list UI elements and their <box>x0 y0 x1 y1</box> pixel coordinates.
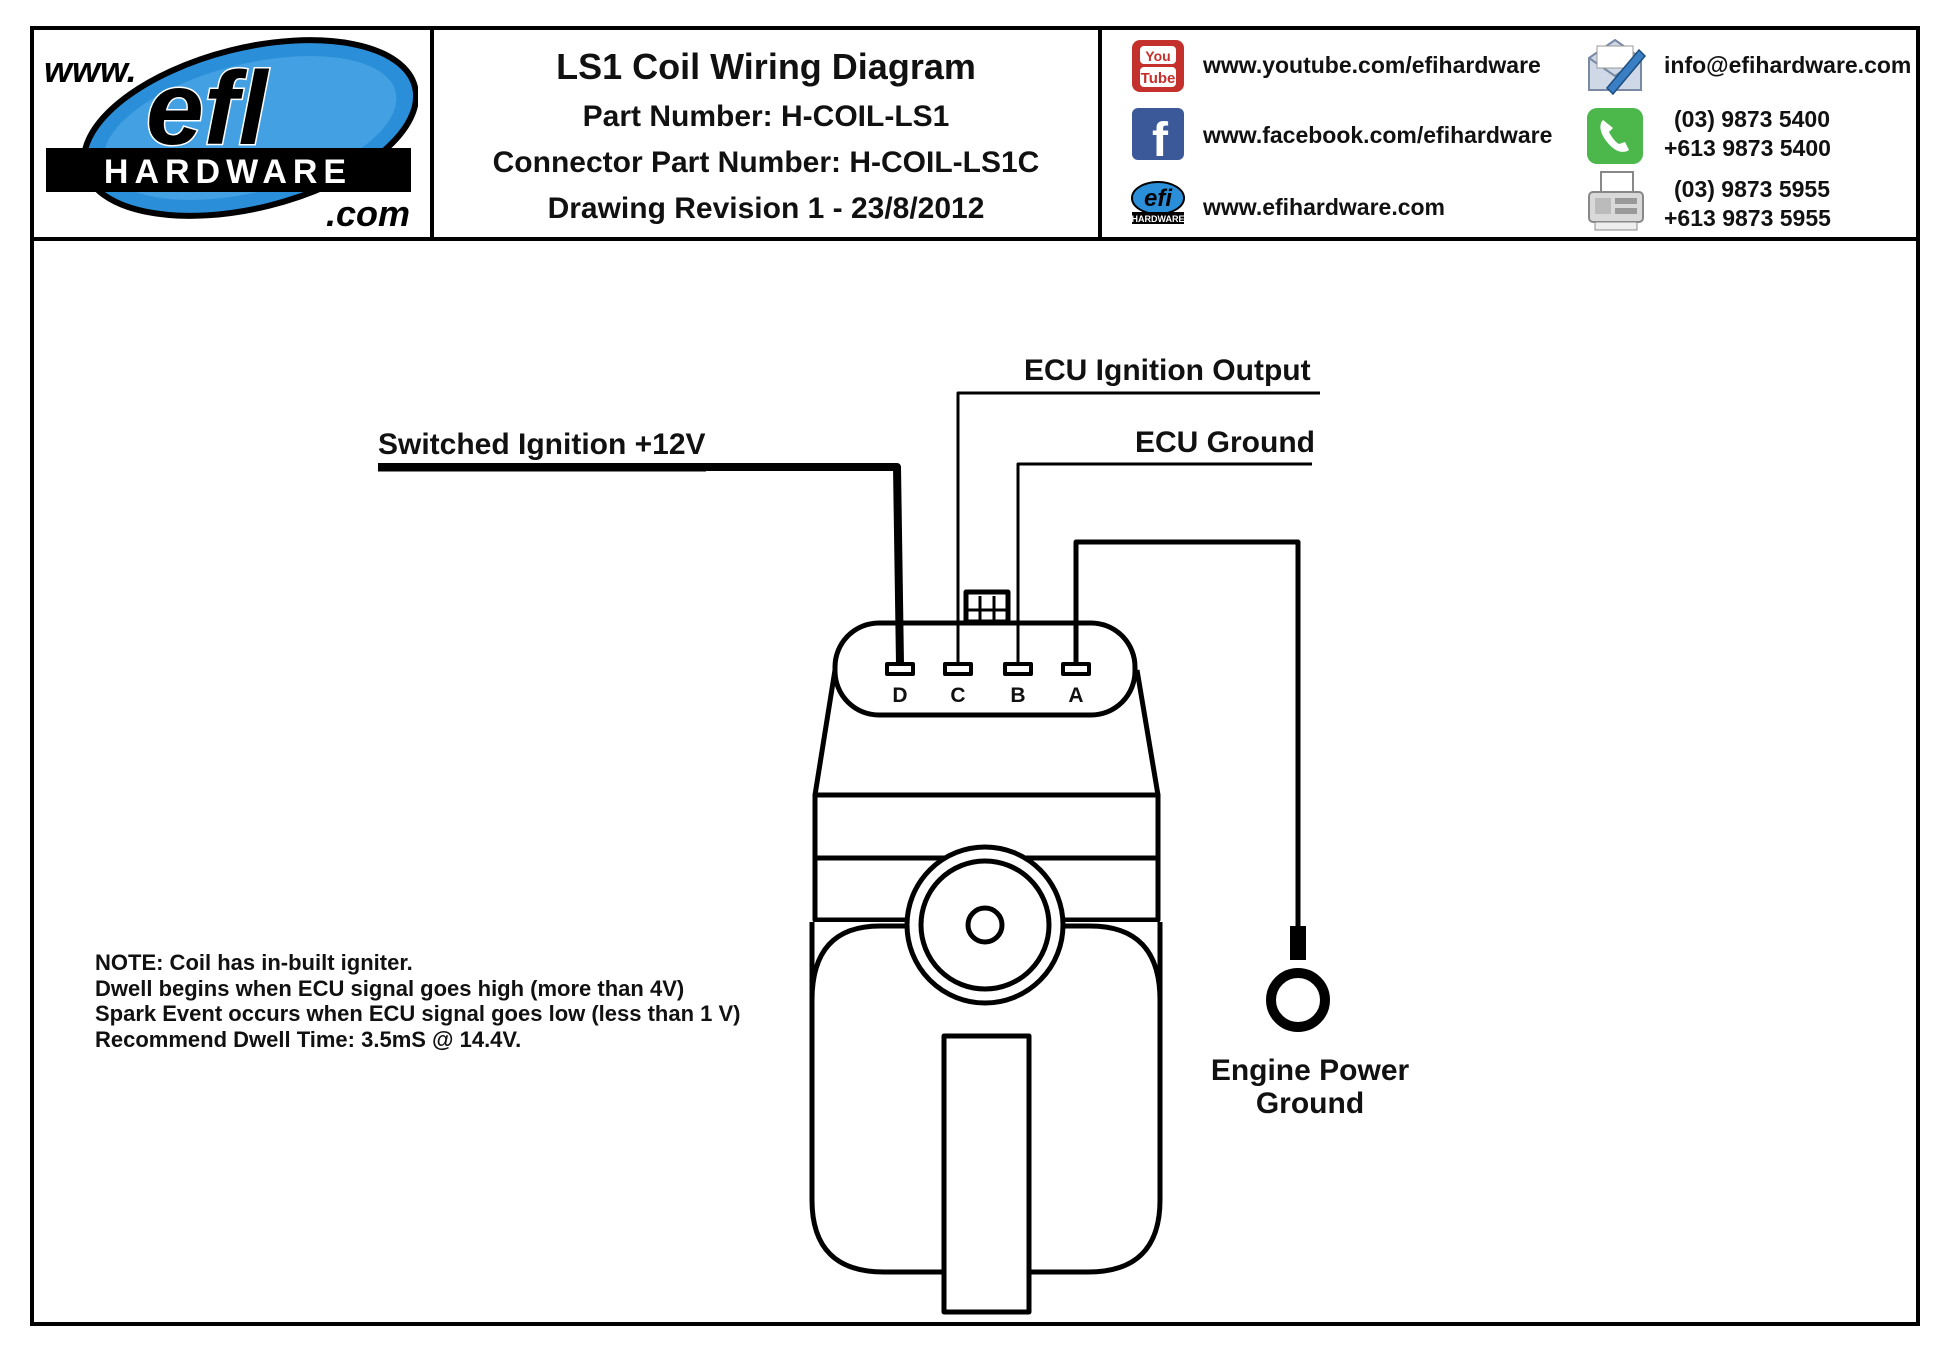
label-engine-power-ground-1: Engine Power <box>1210 1054 1410 1087</box>
fax-icon[interactable] <box>1585 170 1647 237</box>
wire-engine-ground <box>1073 539 1301 930</box>
ground-ring-crimp <box>1290 926 1306 960</box>
phone-line-2[interactable]: +613 9873 5400 <box>1664 135 1831 161</box>
coil-mount-outer <box>904 844 1066 1006</box>
svg-text:Tube: Tube <box>1141 70 1176 87</box>
note-line: Recommend Dwell Time: 3.5mS @ 14.4V. <box>95 1026 522 1052</box>
connector-latch <box>963 589 1011 625</box>
fax-line-1[interactable]: (03) 9873 5955 <box>1674 176 1831 202</box>
header-divider-right <box>1098 26 1102 239</box>
coil-mount-inner <box>918 858 1052 992</box>
youtube-link[interactable]: www.youtube.com/efihardware <box>1203 52 1541 78</box>
note-block: NOTE: Coil has in-built igniter. Dwell b… <box>95 950 741 1052</box>
label-engine-power-ground-2: Ground <box>1255 1087 1365 1120</box>
coil-boot <box>941 1033 1032 1315</box>
pin-d-terminal <box>885 662 915 676</box>
facebook-icon[interactable]: f <box>1130 106 1186 167</box>
pin-label-b: B <box>1010 684 1026 707</box>
youtube-icon[interactable]: You Tube <box>1130 38 1186 99</box>
website-link[interactable]: www.efihardware.com <box>1203 194 1445 220</box>
coil-mount-hole <box>965 905 1005 945</box>
email-icon[interactable] <box>1585 36 1647 101</box>
part-number: Part Number: H-COIL-LS1 <box>582 100 950 133</box>
logo-suffix: .com <box>326 193 410 232</box>
pin-c-terminal <box>943 662 973 676</box>
svg-text:HARDWARE: HARDWARE <box>1132 214 1185 224</box>
diagram-title: LS1 Coil Wiring Diagram <box>556 46 976 87</box>
note-line: Spark Event occurs when ECU signal goes … <box>95 1001 741 1026</box>
pin-label-c: C <box>950 684 966 707</box>
pin-a-terminal <box>1061 662 1091 676</box>
wire-switched-ignition <box>378 463 904 665</box>
efi-hardware-logo: www. efl HARDWARE .com <box>38 36 420 234</box>
pin-b-terminal <box>1003 662 1033 676</box>
ground-ring-terminal <box>1266 968 1330 1032</box>
logo-prefix: www. <box>44 49 137 90</box>
svg-text:f: f <box>1152 114 1169 162</box>
label-ecu-ground: ECU Ground <box>1135 426 1315 459</box>
phone-icon[interactable] <box>1585 106 1645 171</box>
efi-logo-icon[interactable]: efi HARDWARE <box>1130 176 1186 237</box>
label-switched-ignition: Switched Ignition +12V <box>378 428 706 461</box>
label-ecu-ignition-output: ECU Ignition Output <box>1024 354 1311 387</box>
pin-label-d: D <box>892 684 908 707</box>
drawing-revision: Drawing Revision 1 - 23/8/2012 <box>547 192 985 225</box>
header-divider <box>30 237 1920 241</box>
phone-line-1[interactable]: (03) 9873 5400 <box>1674 106 1831 132</box>
email-link[interactable]: info@efihardware.com <box>1664 52 1912 78</box>
pin-label-a: A <box>1068 684 1084 707</box>
svg-text:efi: efi <box>1144 185 1173 212</box>
svg-text:You: You <box>1145 48 1170 64</box>
connector-part-number: Connector Part Number: H-COIL-LS1C <box>492 146 1040 179</box>
note-line: Dwell begins when ECU signal goes high (… <box>95 975 685 1001</box>
coil-connector <box>832 620 1138 718</box>
title-block: LS1 Coil Wiring Diagram Part Number: H-C… <box>434 30 1098 238</box>
logo-name: HARDWARE <box>104 153 352 191</box>
wire-ecu-ground <box>1016 462 1312 664</box>
header-divider-left <box>430 26 434 239</box>
note-line: NOTE: Coil has in-built igniter. <box>95 950 413 975</box>
facebook-link[interactable]: www.facebook.com/efihardware <box>1203 122 1553 148</box>
coil-upper-body <box>812 669 1161 798</box>
fax-line-2[interactable]: +613 9873 5955 <box>1664 205 1831 231</box>
drawing-frame <box>30 26 1920 1326</box>
